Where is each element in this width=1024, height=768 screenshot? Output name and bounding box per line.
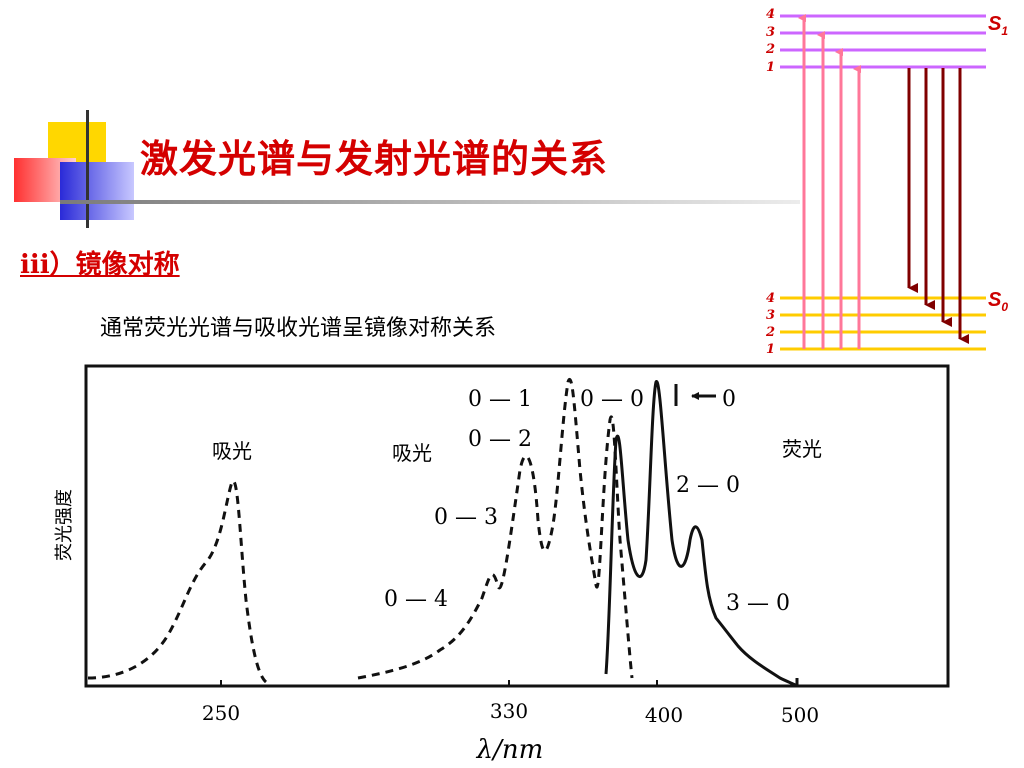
region-label-absorption-2: 吸光 xyxy=(392,441,432,465)
s1-level-number-4: 4 xyxy=(766,7,775,22)
transition-label-0-4: 0 — 4 xyxy=(384,587,448,612)
transition-label-2-0: 2 — 0 xyxy=(676,473,740,498)
page-title: 激发光谱与发射光谱的关系 xyxy=(140,136,609,181)
transition-annotations: 0 — 1 0 — 0 0 0 — 2 2 — 0 0 — 3 0 — 4 3 … xyxy=(384,384,790,616)
s1-level-number-1: 1 xyxy=(766,60,775,75)
mirror-symmetry-statement: 通常荧光光谱与吸收光谱呈镜像对称关系 xyxy=(100,316,497,341)
s1-label: S1 xyxy=(988,13,1008,38)
excitation-arrows xyxy=(798,14,861,349)
transition-label-0-1: 0 — 1 xyxy=(468,387,532,412)
s1-level-number-3: 3 xyxy=(766,25,775,40)
x-tick-label-330: 330 xyxy=(490,699,528,723)
emission-arrows xyxy=(907,68,969,344)
s0-level-number-1: 1 xyxy=(766,342,775,357)
transition-label-0-3: 0 — 3 xyxy=(434,505,498,530)
spectrum-frame xyxy=(84,364,950,688)
s0-level-number-2: 2 xyxy=(765,325,775,340)
deco-blue-square xyxy=(60,162,134,220)
s0-level-number-4: 4 xyxy=(766,291,775,306)
section-subtitle: iii）镜像对称 xyxy=(20,250,180,280)
transition-label-0-0: 0 — 0 xyxy=(580,387,644,412)
transition-label-3-0: 3 — 0 xyxy=(726,591,790,616)
x-tick-label-400: 400 xyxy=(645,703,683,727)
x-tick-label-500: 500 xyxy=(781,703,819,727)
spectrum-figure: 荧光强度 250 330 400 500 λ/nm 吸光 吸光 荧光 0 — 1… xyxy=(54,364,950,765)
y-axis-label: 荧光强度 xyxy=(54,489,75,561)
region-label-absorption-1: 吸光 xyxy=(212,439,252,463)
absorption-curve-long xyxy=(357,378,634,680)
s0-label: S0 xyxy=(988,289,1008,314)
s1-levels xyxy=(780,14,986,69)
deco-vertical-line xyxy=(86,110,89,228)
s0-level-number-3: 3 xyxy=(766,308,775,323)
x-tick-label-250: 250 xyxy=(202,701,240,725)
region-label-fluorescence: 荧光 xyxy=(782,437,822,461)
x-axis-label: λ/nm xyxy=(476,735,544,765)
title-rule xyxy=(60,200,800,204)
transition-label-0-2: 0 — 2 xyxy=(468,427,532,452)
transition-label-0-0b: 0 xyxy=(722,387,736,412)
energy-level-diagram: 4 3 2 1 S1 4 3 2 1 S0 xyxy=(765,7,1008,357)
absorption-curve-short xyxy=(87,479,268,684)
fluorescence-curve xyxy=(604,380,798,688)
s0-levels xyxy=(780,296,986,351)
s1-level-number-2: 2 xyxy=(765,42,775,57)
